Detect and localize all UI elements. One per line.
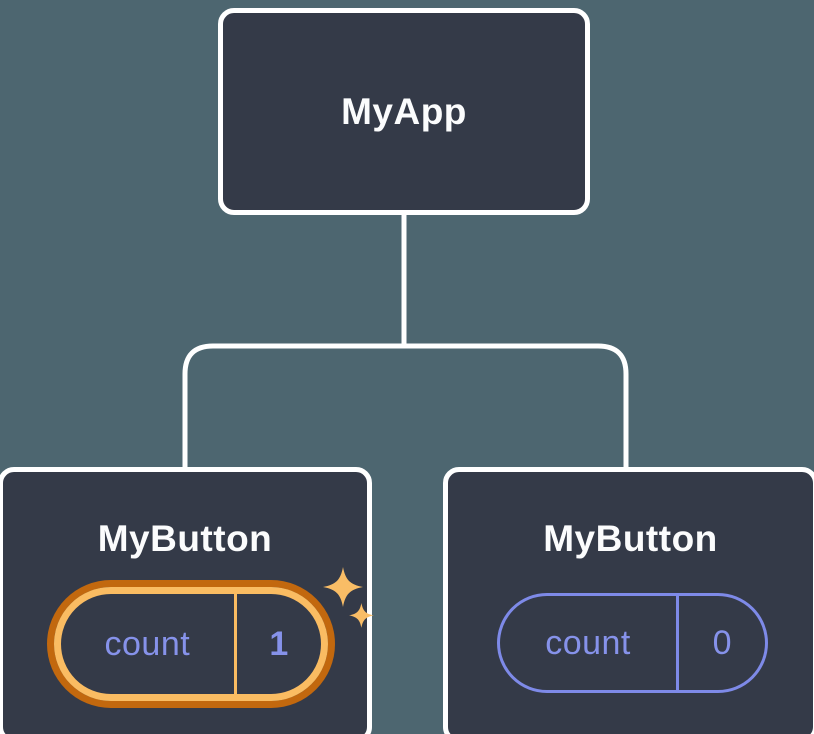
state-key-label: count [545, 623, 631, 662]
state-value: 0 [712, 623, 732, 662]
state-key-cell: count [500, 596, 676, 690]
child-node-right: MyButton count 0 [443, 467, 814, 734]
state-pill: count 0 [497, 593, 768, 693]
pill-divider [233, 594, 237, 694]
child-node-label: MyButton [543, 518, 718, 559]
state-key-cell: count [61, 594, 234, 694]
state-value: 1 [269, 624, 289, 663]
state-pill-highlighted: count 1 [54, 587, 328, 701]
pill-divider [676, 596, 680, 690]
sparkles-icon [323, 567, 374, 628]
state-value-cell: 1 [237, 594, 321, 694]
child-node-left: MyButton count 1 [0, 467, 374, 734]
child-node-label: MyButton [97, 518, 273, 559]
root-node-label: MyApp [341, 90, 467, 132]
state-key-label: count [104, 624, 191, 663]
root-node: MyApp [218, 8, 590, 215]
state-value-cell: 0 [679, 596, 765, 690]
